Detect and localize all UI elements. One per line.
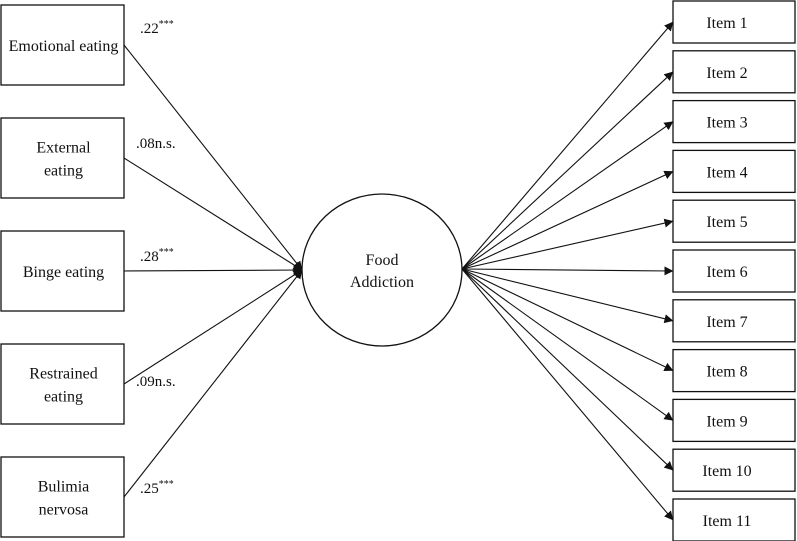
food-addiction-label-line1: Food: [366, 252, 399, 269]
item-box-8: [672, 348, 796, 393]
significance-stars: ***: [159, 19, 174, 30]
predictor-path-5: [123, 269, 303, 498]
significance-stars: ***: [159, 247, 174, 258]
predictor-path-4: [123, 269, 303, 385]
item-box-4: [672, 149, 796, 194]
item-box-9: [672, 398, 796, 443]
predictor-label: Bulimia: [38, 479, 90, 496]
coefficient-value: .08n.s.: [136, 136, 176, 152]
item-loading-path-11: [461, 268, 674, 521]
item-label: Item 11: [703, 513, 752, 530]
item-loading-path-2: [461, 71, 674, 270]
predictor-path-3: [123, 265, 303, 275]
item-loading-path-9: [461, 268, 674, 421]
coefficient-value: .22: [140, 21, 159, 37]
item-label: Item 1: [706, 15, 747, 32]
item-loading-path-5: [461, 218, 674, 270]
item-label: Item 5: [706, 214, 747, 231]
predictor-label: eating: [44, 389, 83, 406]
coefficient-value: .09n.s.: [136, 374, 176, 390]
predictor-label: External: [36, 140, 91, 157]
item-label: Item 9: [706, 413, 747, 430]
item-loading-path-3: [461, 121, 674, 270]
item-box-1: [672, 0, 796, 44]
path-coefficient-4: .09n.s.: [136, 374, 176, 390]
predictor-label: nervosa: [39, 502, 89, 519]
predictor-box-1: [0, 4, 125, 86]
significance-stars: ***: [159, 479, 174, 490]
item-label: Item 3: [706, 115, 747, 132]
item-label: Item 4: [706, 164, 747, 181]
item-box-11: [672, 498, 796, 541]
predictor-label: eating: [44, 163, 83, 180]
food-addiction-node: [301, 193, 463, 347]
item-box-3: [672, 99, 796, 144]
item-label: Item 8: [706, 364, 747, 381]
coefficient-value: .25: [140, 481, 159, 497]
predictor-box-4: [0, 343, 125, 425]
path-coefficient-1: .22***: [140, 19, 174, 37]
item-loading-path-10: [461, 268, 674, 471]
path-coefficient-2: .08n.s.: [136, 136, 176, 152]
path-coefficient-5: .25***: [140, 479, 174, 497]
item-loading-path-4: [461, 170, 674, 270]
item-loading-path-8: [461, 268, 674, 372]
predictor-label: Restrained: [29, 366, 97, 383]
predictor-label: Emotional eating: [9, 38, 119, 55]
item-box-7: [672, 299, 796, 343]
coefficient-value: .28: [140, 249, 159, 265]
item-label: Item 7: [706, 314, 747, 331]
path-coefficient-3: .28***: [140, 247, 174, 265]
predictor-box-5: [0, 456, 125, 538]
item-label: Item 6: [706, 264, 747, 281]
item-loading-path-1: [461, 21, 674, 270]
item-label: Item 2: [706, 65, 747, 82]
item-box-10: [672, 448, 796, 492]
predictor-path-2: [123, 157, 303, 271]
predictor-box-3: [0, 230, 125, 312]
item-box-2: [672, 50, 796, 94]
food-addiction-label-line2: Addiction: [350, 274, 414, 291]
predictor-label: Binge eating: [23, 264, 104, 281]
item-box-5: [672, 199, 796, 243]
predictor-box-2: [0, 117, 125, 199]
item-loading-path-7: [461, 268, 674, 324]
item-box-6: [672, 249, 796, 293]
item-loading-path-6: [461, 266, 674, 276]
predictor-path-1: [123, 44, 303, 271]
item-label: Item 10: [702, 463, 751, 480]
